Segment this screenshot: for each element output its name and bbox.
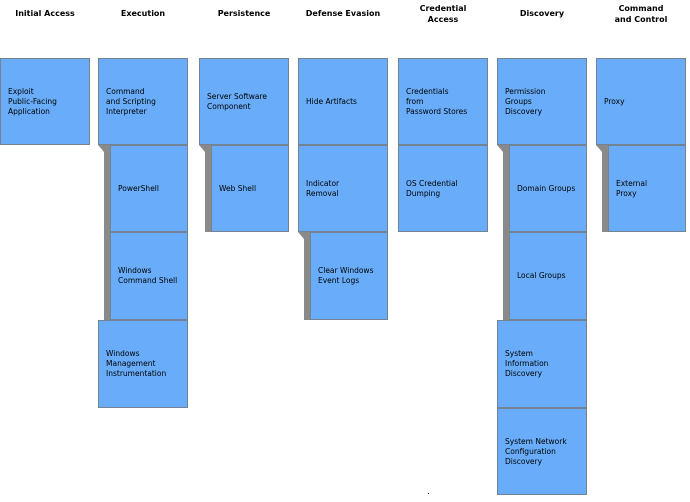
technique-command-and-scripting-interpreter[interactable]: Command and Scripting Interpreter <box>98 58 188 145</box>
connector-bar <box>602 145 608 232</box>
subtechnique-label: External Proxy <box>616 178 648 198</box>
subtechnique-label: Local Groups <box>517 271 566 280</box>
subtechnique-web-shell[interactable]: Web Shell <box>211 145 289 232</box>
tactic-header-command-and-control: Command and Control <box>614 3 668 24</box>
tactic-header-initial-access: Initial Access <box>15 9 75 18</box>
technique-label: Command and Scripting Interpreter <box>106 86 156 116</box>
connector-wedge-icon <box>199 145 205 152</box>
connector-bar <box>503 145 509 320</box>
technique-os-credential-dumping[interactable]: OS Credential Dumping <box>398 145 488 232</box>
technique-hide-artifacts[interactable]: Hide Artifacts <box>298 58 388 145</box>
connector-wedge-icon <box>596 145 602 152</box>
technique-label: Permission Groups Discovery <box>505 86 546 116</box>
technique-label: System Network Configuration Discovery <box>505 436 567 466</box>
technique-label: Proxy <box>604 96 625 106</box>
subtechnique-label: PowerShell <box>118 183 159 193</box>
subtechnique-label: Windows Command Shell <box>118 266 178 285</box>
connector-bar <box>205 145 211 232</box>
subtechnique-label: Domain Groups <box>517 183 576 193</box>
technique-label: OS Credential Dumping <box>406 178 458 198</box>
connector-bar <box>304 232 310 320</box>
tactic-header-credential-access: Credential Access <box>419 3 467 24</box>
technique-credentials-from-password-stores[interactable]: Credentials from Password Stores <box>398 58 488 145</box>
technique-label: Indicator Removal <box>306 178 340 198</box>
technique-label: Credentials from Password Stores <box>406 86 468 116</box>
technique-label: Windows Management Instrumentation <box>106 349 167 378</box>
subtechnique-label: Clear Windows Event Logs <box>318 266 374 285</box>
subtechnique-connector <box>497 145 509 320</box>
technique-windows-management-instrumentation[interactable]: Windows Management Instrumentation <box>98 320 188 408</box>
stray-dot: . <box>427 487 430 497</box>
technique-indicator-removal[interactable]: Indicator Removal <box>298 145 388 232</box>
connector-bar <box>104 145 110 320</box>
technique-label: Server Software Component <box>207 91 268 111</box>
technique-server-software-component[interactable]: Server Software Component <box>199 58 289 145</box>
tactic-header-defense-evasion: Defense Evasion <box>305 9 381 18</box>
connector-wedge-icon <box>497 145 503 152</box>
subtechnique-clear-windows-event-logs[interactable]: Clear Windows Event Logs <box>310 232 388 320</box>
subtechnique-domain-groups[interactable]: Domain Groups <box>509 145 587 232</box>
connector-wedge-icon <box>298 232 304 239</box>
subtechnique-windows-command-shell[interactable]: Windows Command Shell <box>110 232 188 320</box>
subtechnique-connector <box>298 232 310 320</box>
technique-label: Hide Artifacts <box>306 96 357 106</box>
connector-wedge-icon <box>98 145 104 152</box>
subtechnique-connector <box>98 145 110 320</box>
technique-proxy[interactable]: Proxy <box>596 58 686 145</box>
technique-label: System Information Discovery <box>505 349 549 378</box>
tactic-header-execution: Execution <box>120 9 166 18</box>
technique-system-network-configuration-discovery[interactable]: System Network Configuration Discovery <box>497 408 587 495</box>
technique-permission-groups-discovery[interactable]: Permission Groups Discovery <box>497 58 587 145</box>
subtechnique-connector <box>199 145 211 232</box>
subtechnique-powershell[interactable]: PowerShell <box>110 145 188 232</box>
subtechnique-local-groups[interactable]: Local Groups <box>509 232 587 320</box>
subtechnique-label: Web Shell <box>219 183 257 193</box>
technique-label: Exploit Public-Facing Application <box>8 86 57 116</box>
tactic-header-discovery: Discovery <box>519 9 565 18</box>
technique-system-information-discovery[interactable]: System Information Discovery <box>497 320 587 408</box>
subtechnique-connector <box>596 145 608 232</box>
technique-exploit-public-facing-application[interactable]: Exploit Public-Facing Application <box>0 58 90 145</box>
tactic-header-persistence: Persistence <box>217 9 271 18</box>
subtechnique-external-proxy[interactable]: External Proxy <box>608 145 686 232</box>
